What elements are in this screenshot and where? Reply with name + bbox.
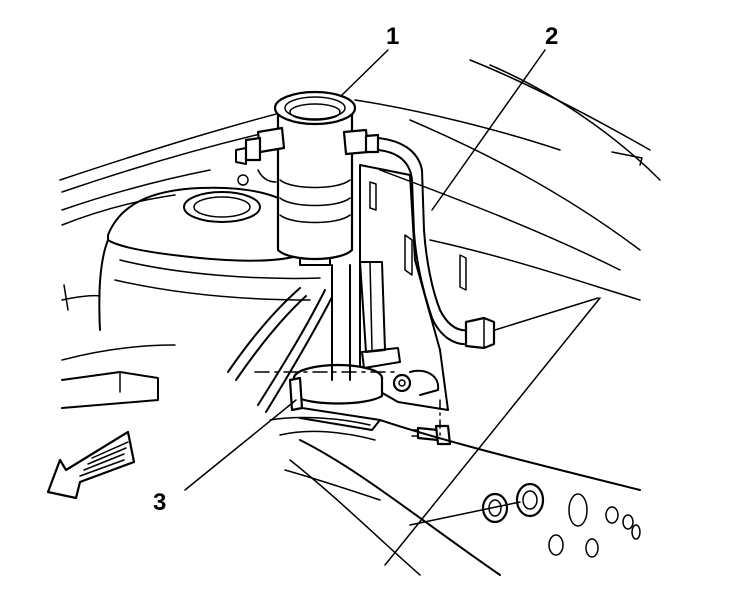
callout-leaders	[184, 49, 546, 491]
lower-ribs	[227, 287, 333, 413]
bracket-nut	[392, 370, 440, 396]
clamp-bracket	[359, 261, 401, 369]
canister-clamp	[288, 264, 384, 412]
callout-3: 3	[153, 489, 166, 516]
callout-1: 1	[386, 23, 399, 50]
callout-2: 2	[545, 23, 558, 50]
fender-block	[61, 344, 176, 409]
lower-structure	[269, 407, 381, 441]
alignment-lines	[254, 297, 601, 566]
vapor-canister	[273, 90, 357, 266]
vapor-hose	[342, 128, 496, 350]
front-direction-arrow-icon	[46, 430, 136, 500]
radiator-support	[284, 419, 641, 576]
canister-left-fitting	[235, 126, 286, 186]
hood-background-lines	[59, 59, 661, 301]
